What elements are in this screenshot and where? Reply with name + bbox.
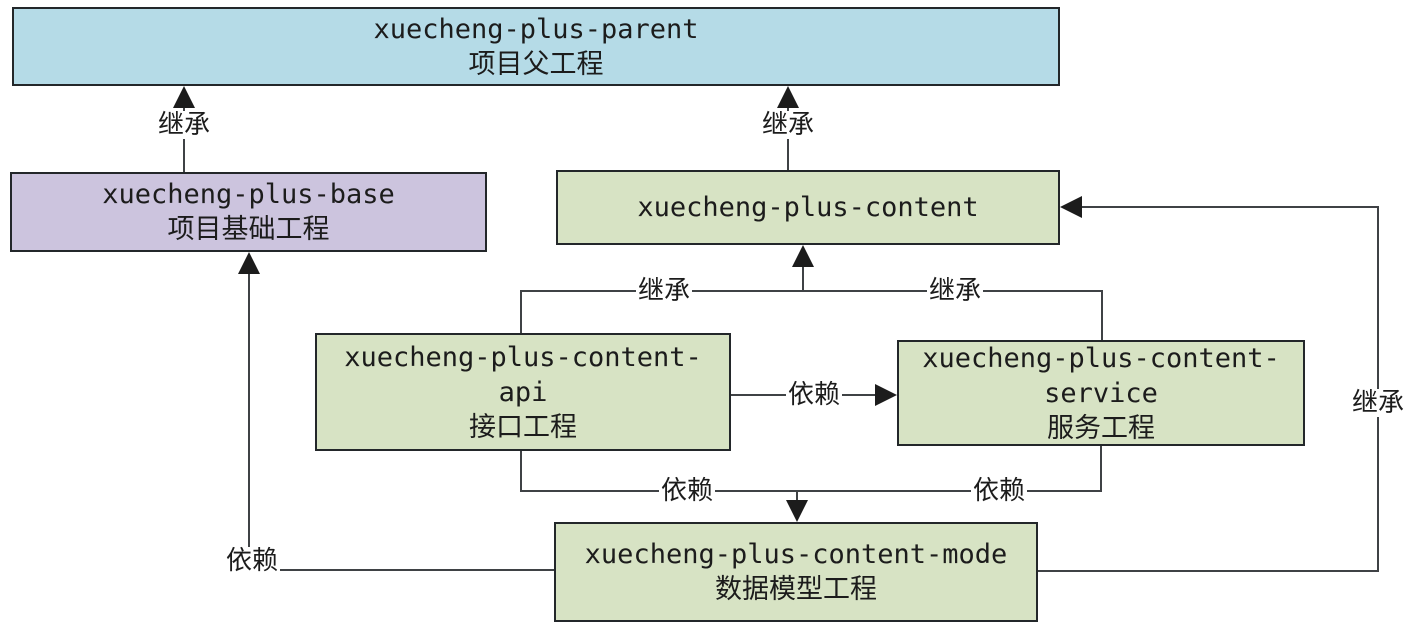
edge-label-api-depends-mode: 依赖 [658, 476, 716, 506]
box-xuecheng-plus-base: xuecheng-plus-base 项目基础工程 [10, 172, 487, 252]
edge-service-bottom-stub-line [1100, 446, 1102, 492]
edge-depend-horizontal-line [520, 490, 1102, 492]
arrow-up-content-to-parent-icon [777, 86, 799, 108]
edge-label-service-depends-mode: 依赖 [970, 476, 1028, 506]
box-xuecheng-plus-content-mode: xuecheng-plus-content-mode 数据模型工程 [554, 522, 1038, 622]
edge-service-top-stub-line [1101, 291, 1103, 340]
box-service-caption: 服务工程 [1047, 412, 1155, 444]
box-xuecheng-plus-content: xuecheng-plus-content [556, 170, 1060, 245]
arrow-up-into-content-bottom-icon [792, 245, 814, 267]
box-xuecheng-plus-content-service: xuecheng-plus-content- service 服务工程 [897, 340, 1305, 446]
arrow-up-into-base-bottom-icon [238, 252, 260, 274]
edge-depend-dropper-line [796, 490, 798, 502]
box-mode-name: xuecheng-plus-content-mode [584, 539, 1008, 570]
box-base-name: xuecheng-plus-base [102, 179, 395, 210]
edge-label-api-depends-service: 依赖 [785, 380, 843, 410]
edge-api-bottom-stub-line [520, 451, 522, 492]
edge-label-mode-inherits-content: 继承 [1349, 388, 1407, 418]
edge-mode-to-content-bottom-line [1038, 570, 1379, 572]
box-service-name-2: service [1044, 377, 1158, 409]
edge-mode-to-base-horizontal-line [248, 569, 554, 571]
arrow-right-into-service-icon [875, 384, 897, 406]
box-api-caption: 接口工程 [469, 411, 577, 443]
edge-label-base-inherits-parent: 继承 [155, 110, 213, 140]
arrow-left-into-content-right-icon [1060, 196, 1082, 218]
edge-api-top-stub-line [520, 291, 522, 333]
edge-inherit-horizontal-line [520, 290, 1103, 292]
edge-label-mode-depends-base: 依赖 [223, 546, 281, 576]
edge-label-service-inherits-content: 继承 [926, 276, 984, 306]
box-parent-name: xuecheng-plus-parent [373, 13, 699, 45]
box-content-name: xuecheng-plus-content [637, 192, 979, 223]
box-base-caption: 项目基础工程 [167, 214, 330, 245]
box-xuecheng-plus-content-api: xuecheng-plus-content- api 接口工程 [315, 333, 731, 451]
arrow-up-base-to-parent-icon [173, 86, 195, 108]
box-api-name-2: api [498, 376, 548, 408]
edge-label-content-inherits-parent: 继承 [759, 110, 817, 140]
edge-inherit-riser-line [802, 265, 804, 292]
box-api-name-1: xuecheng-plus-content- [344, 341, 702, 373]
edge-mode-to-content-top-line [1078, 206, 1379, 208]
box-xuecheng-plus-parent: xuecheng-plus-parent 项目父工程 [12, 7, 1060, 86]
box-parent-caption: 项目父工程 [468, 48, 604, 80]
arrow-down-into-mode-top-icon [786, 500, 808, 522]
box-mode-caption: 数据模型工程 [715, 574, 877, 605]
edge-mode-to-base-vertical-line [248, 272, 250, 571]
edge-label-api-inherits-content: 继承 [635, 276, 693, 306]
box-service-name-1: xuecheng-plus-content- [922, 342, 1280, 374]
